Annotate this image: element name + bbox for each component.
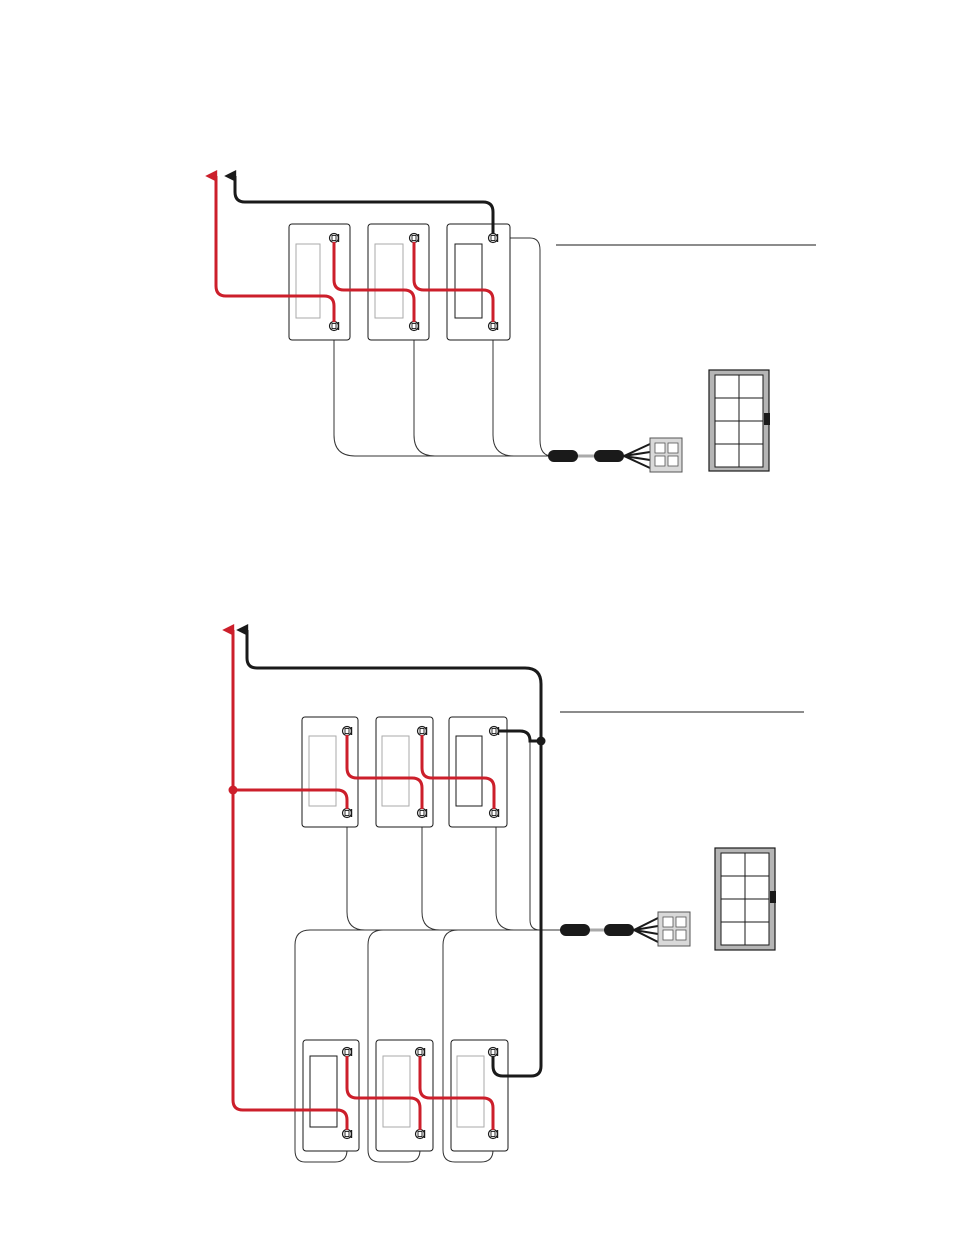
battery-8-positive-terminal-icon (416, 1130, 425, 1139)
connector-face-icon (709, 370, 770, 471)
battery-5-negative-terminal-icon (418, 727, 427, 736)
battery-4-positive-terminal-icon (343, 809, 352, 818)
battery-1-negative-terminal-icon (330, 234, 339, 243)
battery-2 (368, 224, 429, 340)
battery-5-positive-terminal-icon (418, 809, 427, 818)
battery-7-positive-terminal-icon (343, 1130, 352, 1139)
sense-wires-top (334, 238, 552, 456)
battery-5 (376, 717, 433, 827)
harness-bottom (560, 912, 690, 946)
battery-2-positive-terminal-icon (410, 322, 419, 331)
battery-4 (302, 717, 358, 827)
harness-top (548, 438, 682, 472)
battery-9 (451, 1040, 508, 1151)
negative-junction-dot (537, 737, 546, 746)
battery-3-negative-terminal-icon (489, 234, 498, 243)
harness-plug-icon (650, 438, 682, 472)
harness-plug-icon (658, 912, 690, 946)
battery-9-negative-terminal-icon (489, 1048, 498, 1057)
connector-face-icon (715, 848, 776, 950)
battery-9-positive-terminal-icon (489, 1130, 498, 1139)
battery-3 (447, 224, 510, 340)
diagram-three-batteries (216, 176, 816, 472)
battery-4-negative-terminal-icon (343, 727, 352, 736)
battery-8-negative-terminal-icon (416, 1048, 425, 1057)
battery-6-negative-terminal-icon (490, 727, 499, 736)
negative-wires (247, 630, 541, 1076)
positive-junction-dot (229, 786, 238, 795)
battery-1 (289, 224, 350, 340)
battery-3-positive-terminal-icon (489, 322, 498, 331)
battery-2-negative-terminal-icon (410, 234, 419, 243)
battery-6-positive-terminal-icon (490, 809, 499, 818)
diagram-six-batteries (229, 630, 805, 1162)
battery-1-positive-terminal-icon (330, 322, 339, 331)
battery-6 (449, 717, 507, 827)
battery-7-negative-terminal-icon (343, 1048, 352, 1057)
